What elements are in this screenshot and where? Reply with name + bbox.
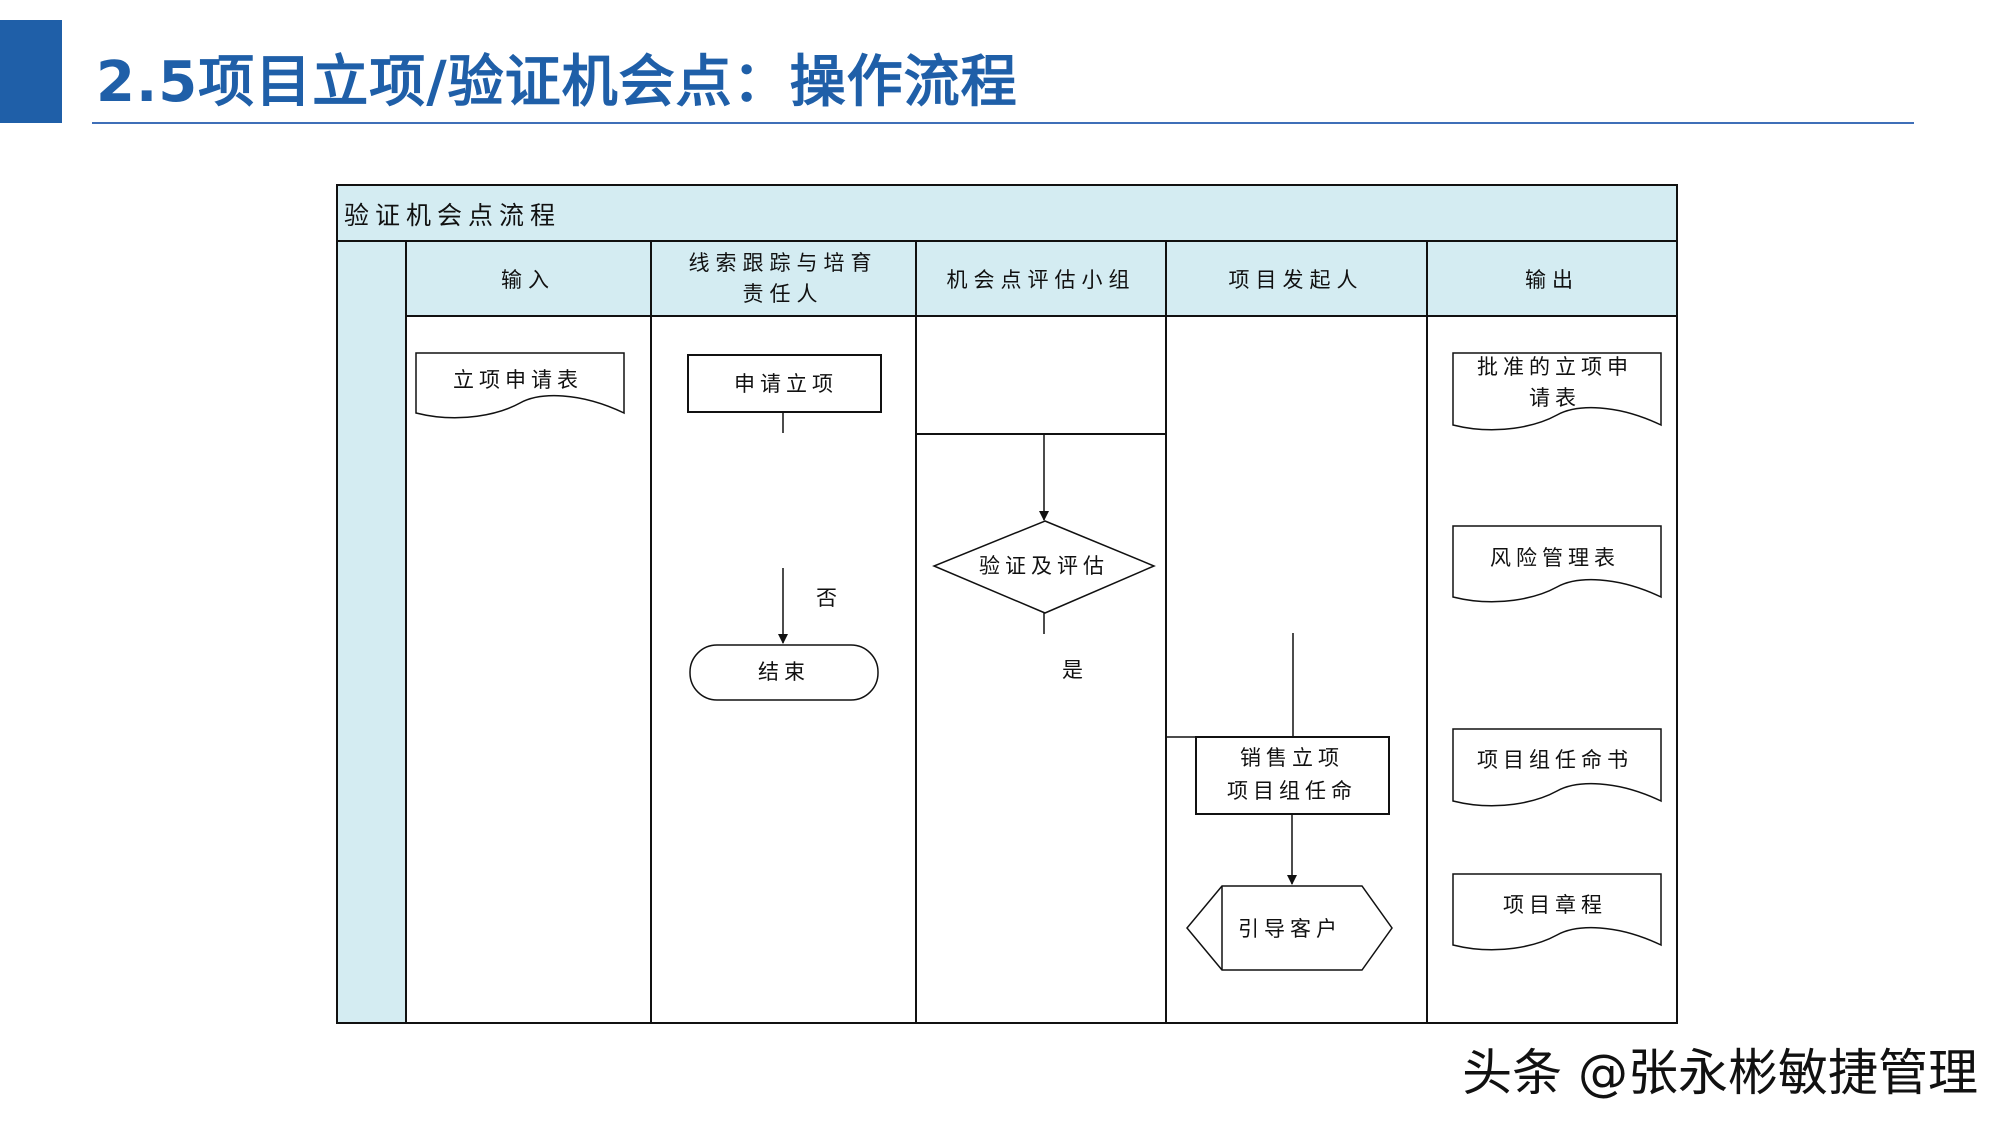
input-document-label: 立项申请表 — [453, 368, 583, 392]
yes-branch-label: 是 — [1062, 658, 1088, 682]
title-accent-bar — [0, 20, 62, 123]
end-terminator — [689, 644, 879, 701]
verify-decision-label: 验证及评估 — [979, 554, 1109, 578]
lane-header-tracker: 线索跟踪与培育 — [689, 251, 878, 275]
guide-customer-label: 引导客户 — [1238, 917, 1342, 941]
apply-process-box — [687, 354, 882, 413]
lane-header-output: 输出 — [1525, 268, 1579, 292]
output-approved-label: 批准的立项申 — [1477, 355, 1633, 379]
output-approved-label: 请表 — [1529, 386, 1581, 410]
end-terminator-label: 结束 — [758, 660, 810, 684]
verify-decision-diamond — [932, 520, 1156, 614]
guide-customer-display-shape — [1186, 885, 1393, 971]
lane-header-input: 输入 — [501, 268, 555, 292]
apply-process-label: 申请立项 — [734, 372, 838, 396]
no-branch-label: 否 — [816, 586, 842, 610]
output-charter-label: 项目章程 — [1503, 893, 1607, 917]
output-document-shape — [1452, 728, 1662, 807]
slide-title: 2.5项目立项/验证机会点：操作流程 — [96, 50, 1018, 115]
watermark-text: 头条 @张永彬敏捷管理 — [1462, 1044, 1978, 1102]
diagram-frame — [336, 184, 1678, 1024]
row-label-column — [337, 241, 406, 1023]
sales-appointment-process-box — [1195, 736, 1390, 815]
lane-header-evaluation: 机会点评估小组 — [947, 268, 1136, 292]
output-appointment-label: 项目组任命书 — [1477, 748, 1633, 772]
output-risk-label: 风险管理表 — [1490, 546, 1620, 570]
lane-header-tracker: 责任人 — [743, 282, 824, 306]
sales-appointment-label: 项目组任命 — [1227, 779, 1357, 803]
diagram-title: 验证机会点流程 — [344, 201, 561, 230]
lane-header-initiator: 项目发起人 — [1229, 268, 1364, 292]
sales-appointment-label: 销售立项 — [1240, 746, 1344, 770]
title-underline — [92, 122, 1914, 124]
output-document-shape — [1452, 525, 1662, 603]
output-document-shape — [1452, 352, 1662, 431]
diagram-title-bar — [337, 185, 1677, 241]
lane-header-bar — [337, 241, 1677, 316]
input-document-shape — [415, 352, 625, 419]
output-document-shape — [1452, 873, 1662, 951]
